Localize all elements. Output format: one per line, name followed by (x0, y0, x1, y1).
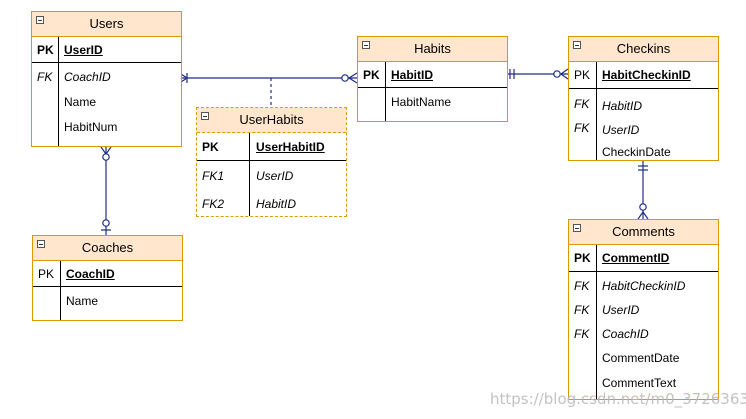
pk-row: PK CommentID (569, 245, 718, 272)
field: HabitNum (64, 120, 118, 134)
fk-label: FK (574, 303, 590, 317)
habits-header: Habits (358, 37, 507, 62)
pk-field: CommentID (602, 251, 670, 265)
pk-field: UserID (64, 43, 103, 57)
divider (596, 245, 597, 399)
field: HabitName (391, 95, 452, 109)
field: UserID (256, 169, 294, 183)
fk-label: FK1 (202, 169, 225, 183)
checkins-header: Checkins (569, 37, 718, 62)
pk-row: PK CoachID (33, 261, 182, 287)
divider (58, 37, 59, 146)
fk-label: FK (574, 279, 590, 293)
collapse-icon[interactable] (201, 112, 209, 120)
divider (249, 133, 250, 216)
field: CoachID (64, 70, 111, 84)
coaches-table[interactable]: Coaches PK CoachID Name (32, 235, 183, 321)
pk-field: UserHabitID (256, 140, 325, 154)
pk-label: PK (574, 68, 591, 82)
divider (596, 62, 597, 160)
pk-row: PK HabitCheckinID (569, 62, 718, 89)
watermark-text: https://blog.csdn.net/m0_37263637 (490, 390, 746, 408)
field: Name (64, 95, 97, 109)
field: Name (66, 294, 99, 308)
field: HabitID (602, 99, 643, 113)
pk-label: PK (574, 251, 591, 265)
collapse-icon[interactable] (573, 224, 581, 232)
collapse-icon[interactable] (362, 41, 370, 49)
pk-field: HabitCheckinID (602, 68, 691, 82)
field: HabitID (256, 197, 297, 211)
entity-title: Users (89, 16, 124, 31)
entity-title: Coaches (81, 240, 134, 255)
fk-label: FK (574, 327, 590, 341)
fk-label: FK2 (202, 197, 225, 211)
divider (60, 261, 61, 320)
pk-label: PK (37, 43, 54, 57)
entity-title: Comments (612, 224, 675, 239)
coaches-header: Coaches (33, 236, 182, 261)
users-header: Users (32, 12, 181, 37)
field: HabitCheckinID (602, 279, 686, 293)
fk-label: FK (37, 70, 53, 84)
fk-label: FK (574, 121, 590, 135)
habits-table[interactable]: Habits PK HabitID HabitName (357, 36, 508, 122)
field: CommentText (602, 376, 677, 390)
pk-row: PK UserHabitID (197, 133, 346, 161)
field: CoachID (602, 327, 649, 341)
pk-label: PK (38, 267, 55, 281)
pk-label: PK (202, 140, 219, 154)
collapse-icon[interactable] (36, 16, 44, 24)
pk-row: PK HabitID (358, 62, 507, 88)
divider (385, 62, 386, 121)
field: UserID (602, 303, 640, 317)
checkins-table[interactable]: Checkins PK HabitCheckinID FK HabitID FK… (568, 36, 719, 161)
entity-title: UserHabits (239, 112, 304, 127)
pk-label: PK (363, 68, 380, 82)
fk-label: FK (574, 97, 590, 111)
field: CommentDate (602, 351, 680, 365)
field: UserID (602, 123, 640, 137)
entity-title: Habits (414, 41, 451, 56)
entity-title: Checkins (616, 41, 671, 56)
userhabits-table[interactable]: UserHabits PK UserHabitID FK1 UserID FK2… (196, 107, 347, 217)
collapse-icon[interactable] (573, 41, 581, 49)
pk-field: HabitID (391, 68, 433, 82)
comments-table[interactable]: Comments PK CommentID FK HabitCheckinID … (568, 219, 719, 400)
comments-header: Comments (569, 220, 718, 245)
users-table[interactable]: Users PK UserID FK CoachID Name HabitNum (31, 11, 182, 147)
field: CheckinDate (602, 145, 671, 159)
pk-row: PK UserID (32, 37, 181, 63)
collapse-icon[interactable] (37, 240, 45, 248)
pk-field: CoachID (66, 267, 115, 281)
userhabits-header: UserHabits (197, 108, 346, 133)
